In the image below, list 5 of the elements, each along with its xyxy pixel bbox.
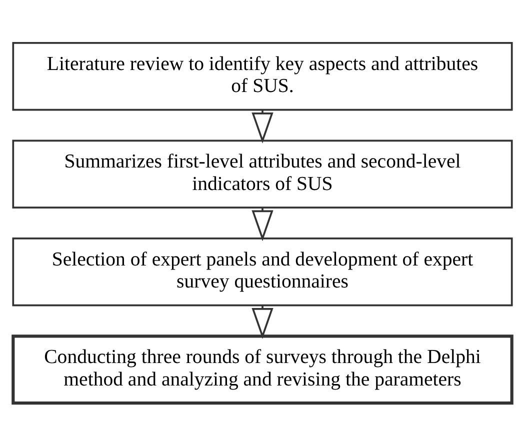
node-box: Conducting three rounds of surveys through the Delphi method and analyzing and revising the parameters [12,334,514,405]
node-box: Summarizes first-level attributes and second-level indicators of SUS [12,140,513,208]
node-box: Selection of expert panels and development of expert survey questionnaires [12,238,513,306]
arrow [252,208,274,242]
node-box: Literature review to identify key aspects and attributes of SUS. [12,42,513,111]
